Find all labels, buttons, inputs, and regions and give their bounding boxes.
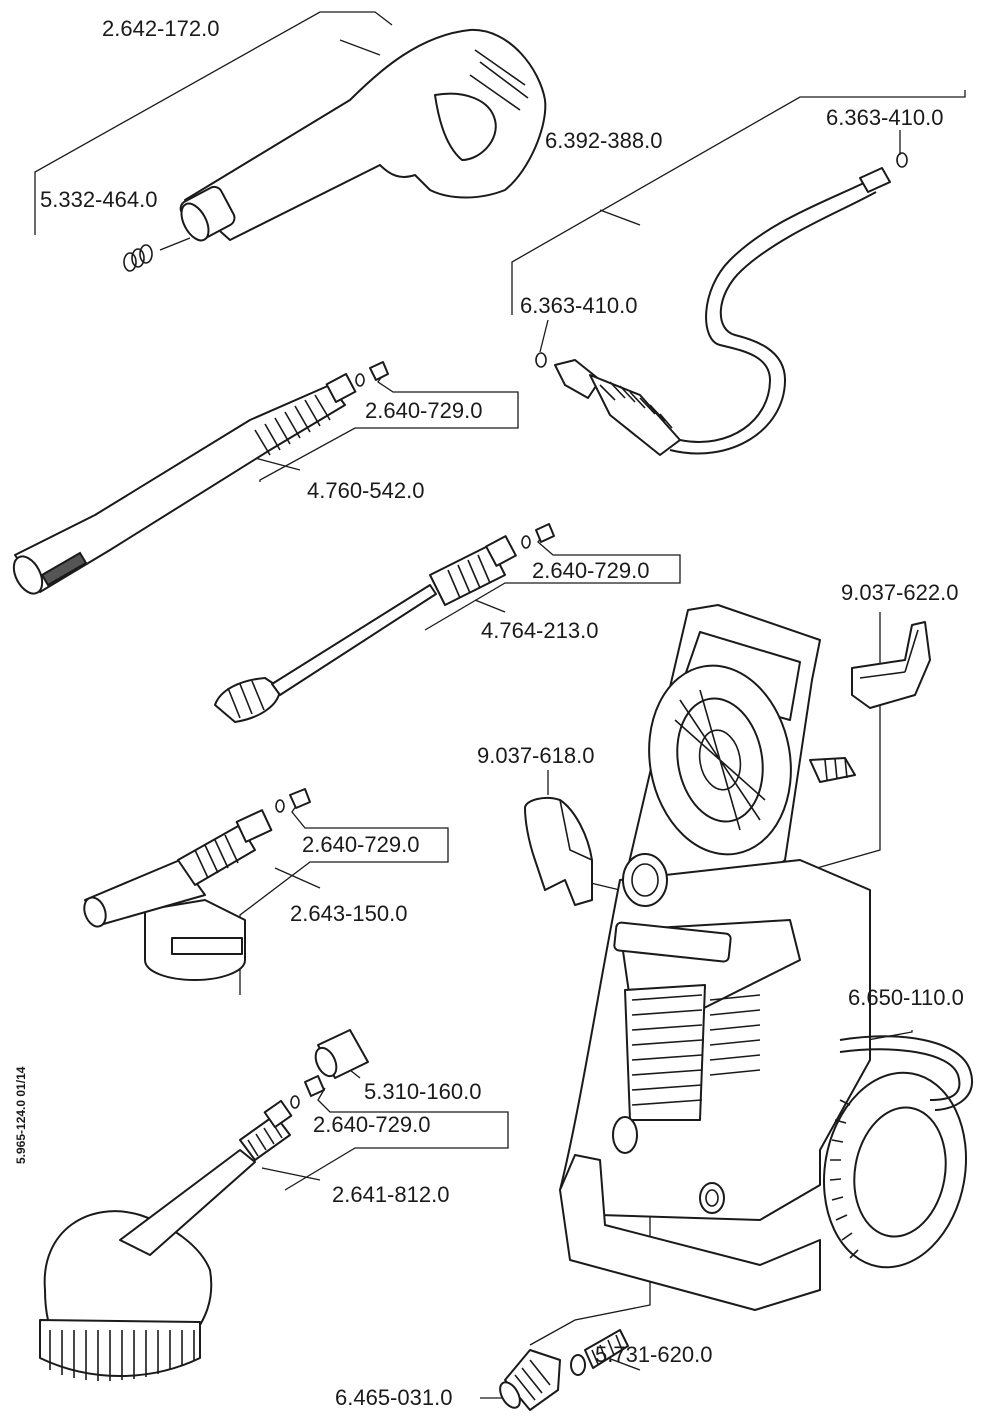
part-label-power-cable: 6.650-110.0 (848, 985, 964, 1010)
part-label-foam-nozzle-kit: 2.640-729.0 (302, 832, 420, 857)
part-label-lance-2: 4.764-213.0 (481, 618, 599, 643)
part-label-spray-gun: 2.642-172.0 (102, 16, 220, 41)
seal-rings-drawing (123, 244, 153, 272)
wash-brush-drawing (39, 1029, 369, 1381)
part-label-hose: 6.392-388.0 (545, 128, 663, 153)
lance-vario-power-drawing (12, 361, 389, 595)
part-label-holder-right: 9.037-622.0 (841, 580, 959, 605)
water-filter-drawing (570, 1329, 629, 1376)
pressure-washer-unit-drawing (559, 604, 973, 1311)
part-label-lance-1: 4.760-542.0 (307, 478, 425, 503)
part-label-lance-2-nozzle-kit: 2.640-729.0 (532, 558, 650, 583)
foam-nozzle-drawing (83, 788, 311, 981)
document-number: 5.965-124.0 01/14 (14, 1066, 28, 1164)
part-label-brush-coupling: 5.310-160.0 (364, 1079, 482, 1104)
holder-left-drawing (524, 797, 593, 906)
lance-dirt-blaster-drawing (214, 523, 555, 723)
high-pressure-hose-drawing (535, 152, 908, 456)
part-label-garden-hose-coupling: 6.465-031.0 (335, 1385, 453, 1410)
part-label-holder-left: 9.037-618.0 (477, 743, 595, 768)
part-label-foam-nozzle: 2.643-150.0 (290, 901, 408, 926)
spray-gun-drawing (179, 28, 547, 242)
holder-right-drawing (851, 621, 931, 709)
part-label-wash-brush: 2.641-812.0 (332, 1182, 450, 1207)
part-label-brush-nozzle-kit: 2.640-729.0 (313, 1112, 431, 1137)
part-label-gun-seal-set: 5.332-464.0 (40, 187, 158, 212)
leader-lines (34, 11, 966, 1399)
part-label-hose-oring-top: 6.363-410.0 (826, 105, 944, 130)
part-label-lance-1-nozzle-kit: 2.640-729.0 (365, 398, 483, 423)
garden-hose-coupling-drawing (499, 1349, 561, 1411)
part-label-water-filter: 5.731-620.0 (595, 1342, 713, 1367)
part-label-hose-oring-bottom: 6.363-410.0 (520, 293, 638, 318)
